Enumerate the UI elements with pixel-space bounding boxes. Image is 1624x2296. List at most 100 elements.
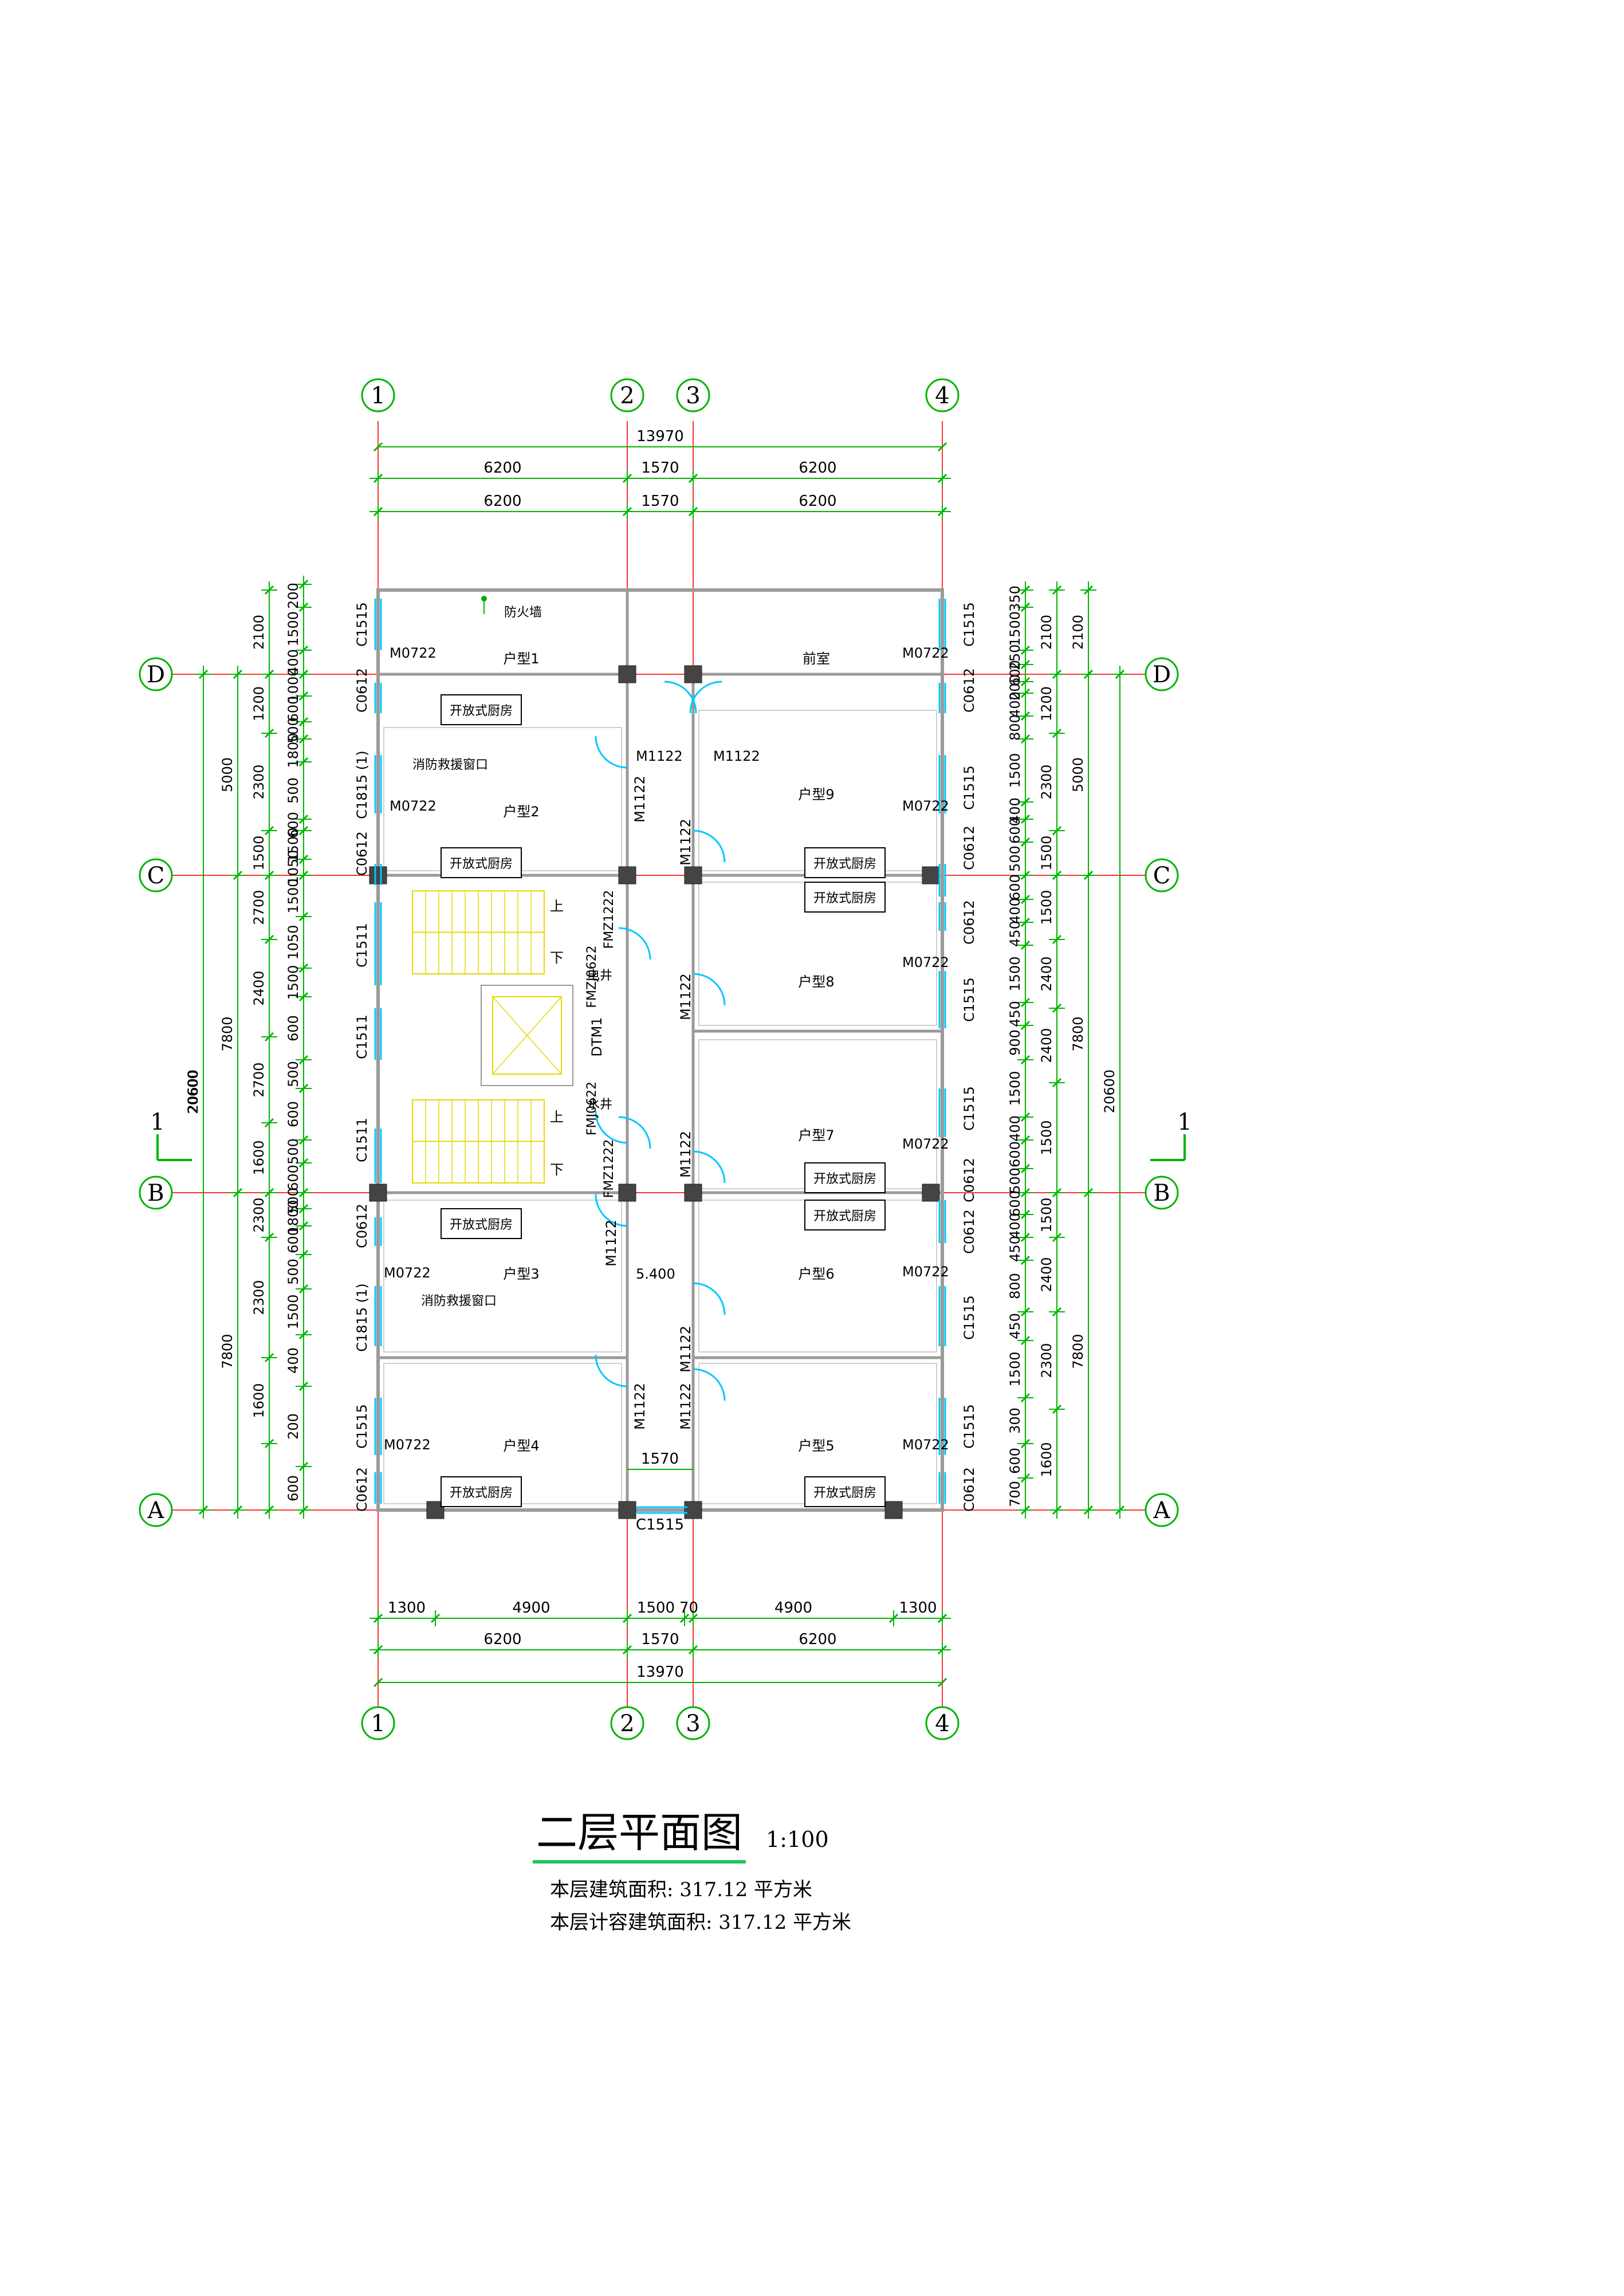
bottom-row1-text-0: 1300 <box>388 1599 426 1617</box>
right-inner-text-22: 400 <box>1007 1213 1023 1239</box>
rescue-window-lower: 消防救援窗口 <box>421 1294 497 1308</box>
door-swing-6 <box>693 1150 726 1184</box>
door-tag-m0722-2: M0722 <box>384 1265 431 1281</box>
axis-bubble-top-3-label: 3 <box>686 383 700 409</box>
elevator-cross-b <box>492 996 562 1075</box>
right-inner-slash-11 <box>1020 870 1031 880</box>
right-inner-slash-12 <box>1020 894 1031 905</box>
column-4 <box>618 1184 636 1202</box>
left-inner-slash-12 <box>298 911 309 922</box>
column-7 <box>684 665 702 683</box>
left-mid2-text-7: 1600 <box>251 1140 267 1175</box>
right-inner-text-27: 300 <box>1007 1408 1023 1434</box>
right-mid2-text-0: 2100 <box>1039 615 1055 650</box>
right-mid2-text-2: 2300 <box>1039 764 1055 799</box>
right-mid2-slash-3 <box>1052 825 1062 836</box>
right-inner-slash-1 <box>1020 602 1031 612</box>
axis-bubble-top-2-label: 2 <box>620 383 634 409</box>
kitchen-0 <box>441 694 522 725</box>
right-mid2-text-10: 2300 <box>1039 1343 1055 1378</box>
column-0 <box>369 866 387 884</box>
left-inner-text-13: 1500 <box>285 965 301 1000</box>
tag-left-2: C1815 (1) <box>354 750 370 819</box>
tag-right-10: C1515 <box>961 1404 977 1449</box>
right-mid-text-0: 2100 <box>1070 615 1086 650</box>
left-inner-slash-11 <box>298 870 309 880</box>
right-inner-text-0: 350 <box>1007 585 1023 612</box>
axis-bubble-bottom-3-label: 3 <box>686 1711 700 1737</box>
left-inner-text-3: 1000 <box>285 667 301 702</box>
door-swing-5 <box>693 973 726 1006</box>
left-mid-slash-2 <box>233 1188 243 1198</box>
column-11 <box>884 1501 903 1519</box>
kitchen-3-label: 开放式厨房 <box>450 1486 513 1500</box>
left-total-text: 20600 <box>185 1070 201 1113</box>
left-mid-slash-1 <box>233 870 243 880</box>
tag-left-8: C1815 (1) <box>354 1283 370 1351</box>
right-inner-text-21: 600 <box>1007 1190 1023 1217</box>
right-mid-slash-0 <box>1083 585 1094 595</box>
tag-right-6: C1515 <box>961 1086 977 1131</box>
tag-right-3: C0612 <box>961 825 977 870</box>
axis-bubble-top-2 <box>610 378 644 412</box>
section-mark-left-label: 1 <box>150 1109 164 1135</box>
left-inner-slash-15 <box>298 1055 309 1065</box>
left-mid2-slash-1 <box>264 669 274 679</box>
door-tag-fmzj: FMZJ0622 <box>585 945 599 1008</box>
right-inner-slash-29 <box>1020 1473 1031 1483</box>
right-mid-slash-3 <box>1083 1188 1094 1198</box>
door-tag-m0722-8: M0722 <box>902 1264 949 1280</box>
column-3 <box>369 1184 387 1202</box>
bottom-row2-slash-3 <box>937 1645 947 1655</box>
axis-bubble-right-B <box>1145 1175 1179 1210</box>
top-total-slash-0 <box>373 442 383 452</box>
right-inner-text-11: 600 <box>1007 874 1023 901</box>
right-mid2-text-8: 1500 <box>1039 1197 1055 1232</box>
bottom-row2-text-1: 1570 <box>641 1631 679 1648</box>
top-total-slash-1 <box>937 442 947 452</box>
axis-bubble-left-D <box>139 657 173 691</box>
top-row1-slash-2 <box>688 473 698 483</box>
axis-bubble-bottom-2-label: 2 <box>620 1711 634 1737</box>
bottom-row1-text-5: 1300 <box>899 1599 937 1617</box>
left-inner-slash-6 <box>298 734 309 744</box>
tag-right-2: C1515 <box>961 765 977 810</box>
right-inner-slash-15 <box>1020 997 1031 1008</box>
top-row2-slash-0 <box>373 506 383 517</box>
axis-bubble-left-B <box>139 1175 173 1210</box>
tag-left-10: C0612 <box>354 1467 370 1512</box>
rescue-window-upper: 消防救援窗口 <box>412 758 488 772</box>
bottom-row1-slash-1 <box>430 1613 441 1623</box>
elevator-enclosure <box>481 985 573 1086</box>
right-inner-text-25: 450 <box>1007 1313 1023 1339</box>
right-total-slash-1 <box>1115 1505 1125 1515</box>
right-inner-text-29: 700 <box>1007 1481 1023 1507</box>
elevator-shaft <box>492 996 562 1075</box>
kitchen-5 <box>804 882 886 913</box>
right-mid2-slash-12 <box>1052 1505 1062 1515</box>
right-inner-slash-18 <box>1020 1112 1031 1122</box>
section-mark-right-label: 1 <box>1177 1109 1192 1135</box>
bottom-total-slash-1 <box>937 1677 947 1688</box>
right-inner-text-12: 400 <box>1007 898 1023 924</box>
kitchen-6 <box>804 1162 886 1193</box>
door-tag-m0722-3: M0722 <box>384 1437 431 1453</box>
door-tag-m1122-v6: M1122 <box>632 1383 648 1430</box>
right-mid2-slash-1 <box>1052 669 1062 679</box>
axis-bubble-left-A <box>139 1493 173 1527</box>
bottom-row2-text-2: 6200 <box>799 1631 836 1648</box>
left-inner-text-5: 500 <box>285 717 301 744</box>
left-inner-slash-7 <box>298 757 309 767</box>
right-inner-text-8: 400 <box>1007 797 1023 824</box>
tag-right-9: C1515 <box>961 1295 977 1340</box>
axis-bubble-left-A-label: A <box>147 1497 165 1524</box>
left-inner-slash-2 <box>298 645 309 655</box>
left-inner-text-25: 200 <box>285 1413 301 1440</box>
bottom-total-text: 13970 <box>636 1664 684 1681</box>
left-mid2-slash-5 <box>264 934 274 945</box>
axis-bubble-right-D <box>1145 657 1179 691</box>
left-inner-slash-27 <box>298 1505 309 1515</box>
top-row2-slash-2 <box>688 506 698 517</box>
top-row1-text-2: 6200 <box>799 459 836 477</box>
door-tag-m1122-v1: M1122 <box>678 819 694 866</box>
